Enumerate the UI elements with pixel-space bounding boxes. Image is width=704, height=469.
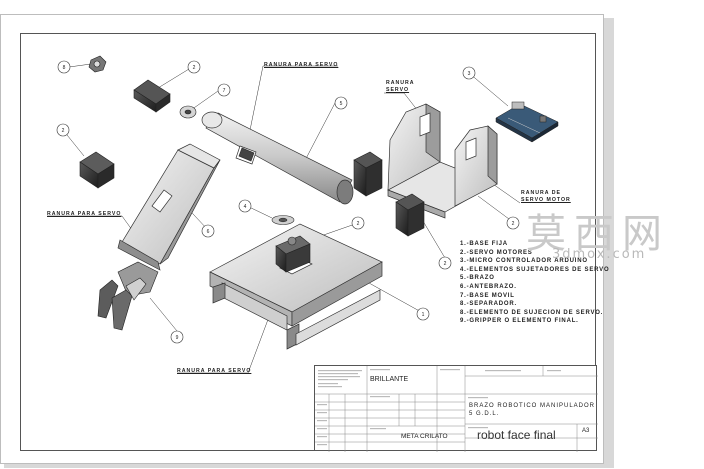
gripper-part: [97, 261, 159, 331]
callout-2-center: 2: [357, 221, 360, 227]
servo-loose-part: [353, 151, 383, 197]
title-block: BRILLANTE BRAZO ROBOTICO MANIPULADOR 5 G…: [314, 365, 598, 452]
brazo-part: [201, 111, 354, 205]
label-ranura-servo-top: RANURA PARA SERVO: [264, 62, 339, 68]
callout-6: 6: [207, 229, 210, 235]
servo-left-part: [79, 151, 115, 189]
parts-legend: 1.-BASE FIJA 2.-SERVO MOTORES 3.-MICRO C…: [460, 240, 609, 326]
finish-value: BRILLANTE: [370, 376, 409, 383]
sujetador-part: [271, 215, 295, 225]
servo-lower-part: [395, 193, 425, 237]
title-block-grid: [315, 366, 598, 452]
drawing-frame: [20, 33, 596, 451]
callout-3: 3: [468, 71, 471, 77]
nut-part: [88, 55, 107, 73]
label-ranura-right-1: RANURA: [386, 80, 415, 86]
servo-on-base-part: [275, 235, 311, 273]
drawing-title-line-2: 5 G.D.L.: [469, 411, 500, 417]
watermark-url: 3dmox.com: [552, 247, 647, 262]
callout-2-top: 2: [193, 65, 196, 71]
legend-item: 7.-BASE MOVIL: [460, 292, 515, 299]
arduino-part: [495, 101, 559, 143]
soporte-servo-part: [387, 103, 498, 219]
label-ranura-right-2: SERVO: [386, 87, 410, 93]
legend-item: 1.-BASE FIJA: [460, 241, 508, 247]
callout-circles: [56, 60, 520, 344]
legend-item: 2.-SERVO MOTORES: [460, 249, 533, 256]
drawing-title-line-1: BRAZO ROBOTICO MANIPULADOR: [469, 403, 596, 409]
callout-1: 1: [422, 312, 425, 318]
legend-item: 4.-ELEMENTOS SUJETADORES DE SERVO: [460, 266, 610, 273]
callout-8-top: 8: [63, 65, 66, 71]
legend-item: 9.-GRIPPER O ELEMENTO FINAL.: [460, 318, 579, 325]
material-value: META CRILATO: [401, 433, 448, 440]
antebrazo-part: [117, 143, 221, 271]
label-ranura-servo-left: RANURA PARA SERVO: [47, 211, 122, 217]
watermark-cn: 莫西网: [526, 211, 670, 257]
legend-item: 6.-ANTEBRAZO.: [460, 283, 517, 290]
label-ranura-servomotor-1: RANURA DE: [521, 190, 561, 196]
callout-5: 5: [340, 101, 343, 107]
legend-item: 8.-SEPARADOR.: [460, 301, 517, 308]
sheet-size: A3: [582, 428, 590, 434]
callout-4: 4: [244, 204, 247, 210]
legend-item: 5.-BRAZO: [460, 275, 495, 282]
base-movil-part: [179, 105, 197, 119]
label-ranura-servomotor-2: SERVO MOTOR: [521, 197, 571, 203]
drawing-name: robot face final: [477, 428, 556, 442]
label-ranura-servo-bottom: RANURA PARA SERVO: [177, 368, 252, 374]
callout-2-right: 2: [444, 261, 447, 267]
legend-item: 3.-MICRO CONTROLADOR ARDUINO: [460, 258, 588, 265]
legend-item: 8.-ELEMENTO DE SUJECION DE SERVO.: [460, 309, 604, 316]
callout-8-right: 2: [512, 221, 515, 227]
callout-9: 9: [176, 335, 179, 341]
callout-7: 7: [223, 88, 226, 94]
callout-2-left: 2: [62, 128, 65, 134]
servo-small-part: [133, 79, 171, 113]
